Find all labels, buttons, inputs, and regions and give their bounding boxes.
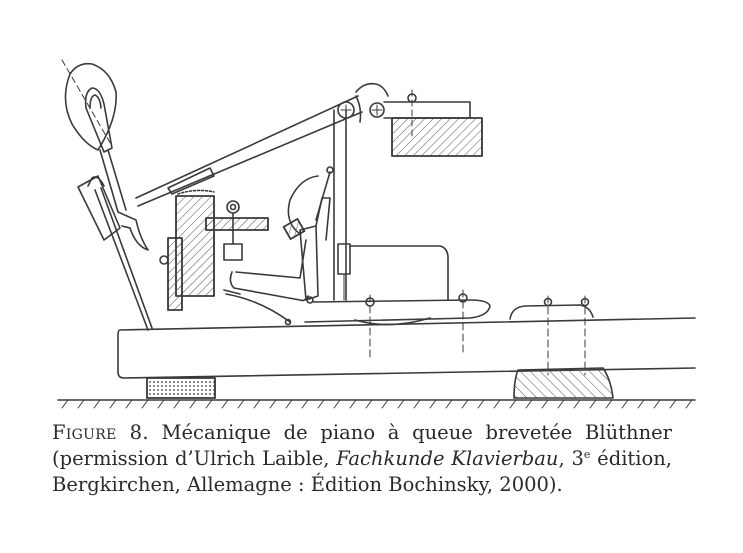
piano-action-drawing: [0, 0, 743, 410]
hammer-shank: [136, 96, 358, 198]
hammer-head: [65, 64, 116, 150]
figure-caption: Figure 8. Mécanique de piano à queue bre…: [52, 420, 672, 498]
key-body: [118, 318, 695, 378]
caption-line1: Mécanique de piano à queue brevetée Blüt…: [148, 421, 672, 444]
ground-line: [58, 400, 695, 408]
book-title: Fachkunde Klavierbau: [336, 447, 559, 470]
caption-line2-mid: , 3: [558, 447, 584, 470]
caption-line2-post: édition,: [590, 447, 672, 470]
caption-line2-pre: (permission d’Ulrich Laible,: [52, 447, 337, 470]
piano-action-figure: [0, 0, 743, 410]
figure-label: Figure 8.: [52, 421, 149, 444]
caption-line3: Bergkirchen, Allemagne : Édition Bochins…: [52, 473, 563, 496]
edition-superscript: e: [583, 448, 591, 461]
